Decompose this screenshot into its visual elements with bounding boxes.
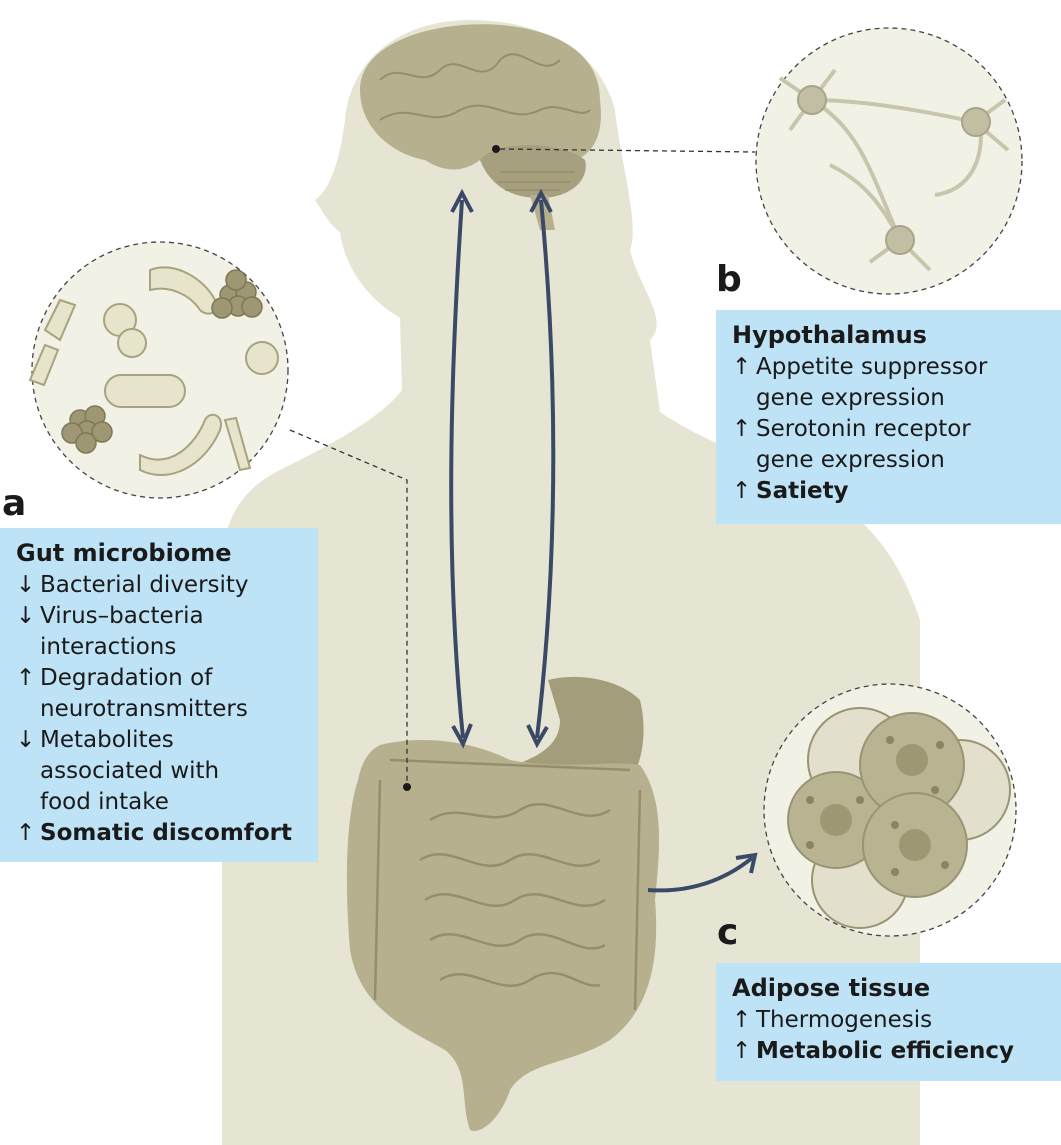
list-item-line: gene expression [756,385,945,411]
up-arrow-icon: ↑ [732,478,752,504]
list-item-line: Metabolic efficiency [756,1038,1015,1064]
microbe-to-gut-connector [289,429,408,785]
list-item: ↑Thermogenesis [732,1005,1047,1036]
list-item-line: Bacterial diversity [40,572,249,598]
list-item: ↓Virus–bacteria interactions [16,601,304,663]
list-item-text: Virus–bacteria interactions [40,601,304,663]
down-arrow-icon: ↓ [16,603,36,629]
list-item-text: Appetite suppressor gene expression [756,352,1047,414]
list-item-line: associated with [40,758,220,784]
adipose-tissue-title: Adipose tissue [732,974,931,1002]
right-bidirectional-arrow [535,199,556,739]
list-item-text: Bacterial diversity [40,570,304,601]
list-item: ↓Metabolites associated with food intake [16,725,304,818]
up-arrow-icon: ↑ [732,354,752,380]
panel-a-label: a [2,483,27,524]
left-bidirectional-arrow [449,199,465,739]
up-arrow-icon: ↑ [732,1007,752,1033]
connector-lines [289,148,756,785]
down-arrow-icon: ↓ [16,727,36,753]
gut-microbiome-box: Gut microbiome ↓Bacterial diversity↓Viru… [0,528,318,862]
gut-brain-arrows [449,188,758,893]
list-item-line: Degradation of [40,665,213,691]
list-item-line: Virus–bacteria [40,603,204,629]
up-arrow-icon: ↑ [16,665,36,691]
list-item-line: Appetite suppressor [756,354,988,380]
list-item-line: Somatic discomfort [40,820,292,846]
list-item-text: Somatic discomfort [40,818,304,849]
list-item: ↑Appetite suppressor gene expression [732,352,1047,414]
brain-to-neuron-connector [499,148,756,153]
intestines-illustration [346,740,660,1131]
list-item-text: Metabolites associated with food intake [40,725,304,818]
list-item-text: Satiety [756,476,1047,507]
list-item-text: Serotonin receptor gene expression [756,414,1047,476]
list-item: ↑Degradation of neurotransmitters [16,663,304,725]
list-item: ↓Bacterial diversity [16,570,304,601]
list-item-text: Degradation of neurotransmitters [40,663,304,725]
list-item-text: Thermogenesis [756,1005,1047,1036]
adipose-tissue-box: Adipose tissue ↑Thermogenesis↑Metabolic … [716,963,1061,1081]
down-arrow-icon: ↓ [16,572,36,598]
list-item: ↑Serotonin receptor gene expression [732,414,1047,476]
list-item-line: interactions [40,634,177,660]
list-item-line: gene expression [756,447,945,473]
adipose-tissue-list: ↑Thermogenesis↑Metabolic efficiency [732,1005,1047,1067]
up-arrow-icon: ↑ [16,820,36,846]
up-arrow-icon: ↑ [732,416,752,442]
gut-to-adipose-arrow [647,856,754,893]
panel-b-label: b [716,259,742,300]
adipose-inset [763,683,1017,937]
gut-microbiome-title: Gut microbiome [16,539,232,567]
list-item-line: neurotransmitters [40,696,248,722]
hypothalamus-title: Hypothalamus [732,321,927,349]
list-item-text: Metabolic efficiency [756,1036,1047,1067]
up-arrow-icon: ↑ [732,1038,752,1064]
list-item: ↑Somatic discomfort [16,818,304,849]
list-item-line: Thermogenesis [756,1007,933,1033]
panel-c-label: c [717,912,739,953]
list-item-line: food intake [40,789,169,815]
neuron-inset [755,27,1023,295]
microbiome-inset [28,241,289,499]
list-item: ↑Metabolic efficiency [732,1036,1047,1067]
list-item-line: Serotonin receptor [756,416,971,442]
list-item-line: Metabolites [40,727,174,753]
list-item: ↑Satiety [732,476,1047,507]
list-item-line: Satiety [756,478,849,504]
